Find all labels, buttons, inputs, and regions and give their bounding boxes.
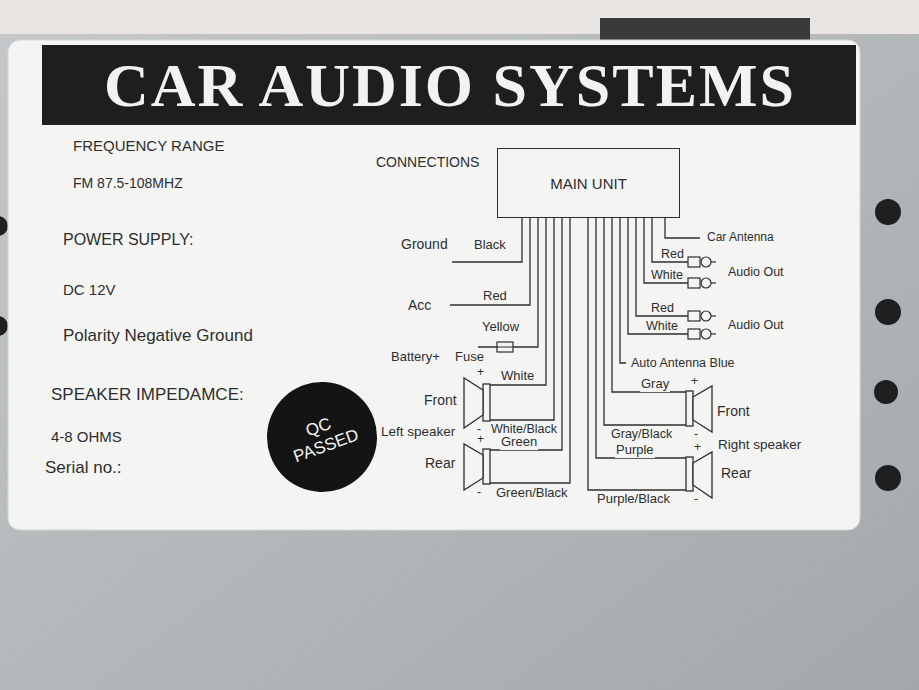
polarity-sign: - xyxy=(476,486,482,500)
wire-colour: White xyxy=(645,319,679,333)
speaker-side: Left speaker xyxy=(380,424,456,440)
main-unit-box: MAIN UNIT xyxy=(497,148,680,218)
wire-function: Auto Antenna Blue xyxy=(630,356,736,370)
sticker xyxy=(8,40,860,530)
serial-label: Serial no.: xyxy=(44,458,123,478)
polarity-sign: + xyxy=(476,366,485,380)
spec-value: DC 12V xyxy=(62,281,117,298)
polarity-sign: + xyxy=(476,433,485,447)
wire-colour: Red xyxy=(660,247,685,261)
wire-function: Acc xyxy=(407,297,432,313)
polarity-sign: - xyxy=(693,493,699,507)
polarity-sign: - xyxy=(693,428,699,442)
wire-colour: Black xyxy=(473,238,507,253)
wire-colour: Green xyxy=(500,435,538,450)
speaker-symbols xyxy=(464,378,712,498)
wire-function: Ground xyxy=(400,236,449,252)
speaker-position: Rear xyxy=(720,465,752,481)
wire-colour: Gray xyxy=(640,377,670,392)
speaker-side: Right speaker xyxy=(717,437,802,453)
wire-function: Battery+ xyxy=(390,350,441,365)
box-text: MAIN UNIT xyxy=(550,175,627,192)
polarity-sign: + xyxy=(690,375,699,389)
speaker-position: Front xyxy=(423,392,458,408)
speaker-position: Rear xyxy=(424,455,456,471)
spec-value: Polarity Negative Ground xyxy=(62,326,254,346)
badge-text: QC PASSED xyxy=(284,407,359,466)
title-text: CAR AUDIO SYSTEMS xyxy=(50,47,850,123)
wire-colour: Yellow xyxy=(481,320,520,335)
spec-value: FM 87.5-108MHZ xyxy=(72,175,184,191)
antenna-label: Car Antenna xyxy=(706,231,775,245)
fuse-symbol xyxy=(497,342,513,352)
wire-colour: Red xyxy=(482,289,508,304)
wire-colour: White xyxy=(650,268,684,282)
spec-value: 4-8 OHMS xyxy=(50,428,123,445)
wire-colour: Purple xyxy=(615,443,655,458)
spec-heading: POWER SUPPLY: xyxy=(62,231,194,249)
wire-colour: Red xyxy=(650,301,675,315)
wire-colour: Green/Black xyxy=(495,486,569,501)
fuse-label: Fuse xyxy=(454,350,485,365)
connections-heading: CONNECTIONS xyxy=(375,154,480,170)
output-label: Audio Out xyxy=(727,265,785,279)
wires xyxy=(450,217,700,490)
header-band xyxy=(42,45,856,125)
box-edge xyxy=(600,18,810,42)
wire-colour: White xyxy=(500,369,535,384)
wire-colour: Gray/Black xyxy=(610,427,673,441)
spec-heading: SPEAKER IMPEDAMCE: xyxy=(50,385,245,405)
rca-jacks xyxy=(688,257,716,339)
spec-heading: FREQUENCY RANGE xyxy=(72,137,225,154)
polarity-sign: + xyxy=(693,441,702,455)
wire-colour: Purple/Black xyxy=(596,492,671,507)
speaker-position: Front xyxy=(716,403,751,419)
output-label: Audio Out xyxy=(727,318,785,332)
